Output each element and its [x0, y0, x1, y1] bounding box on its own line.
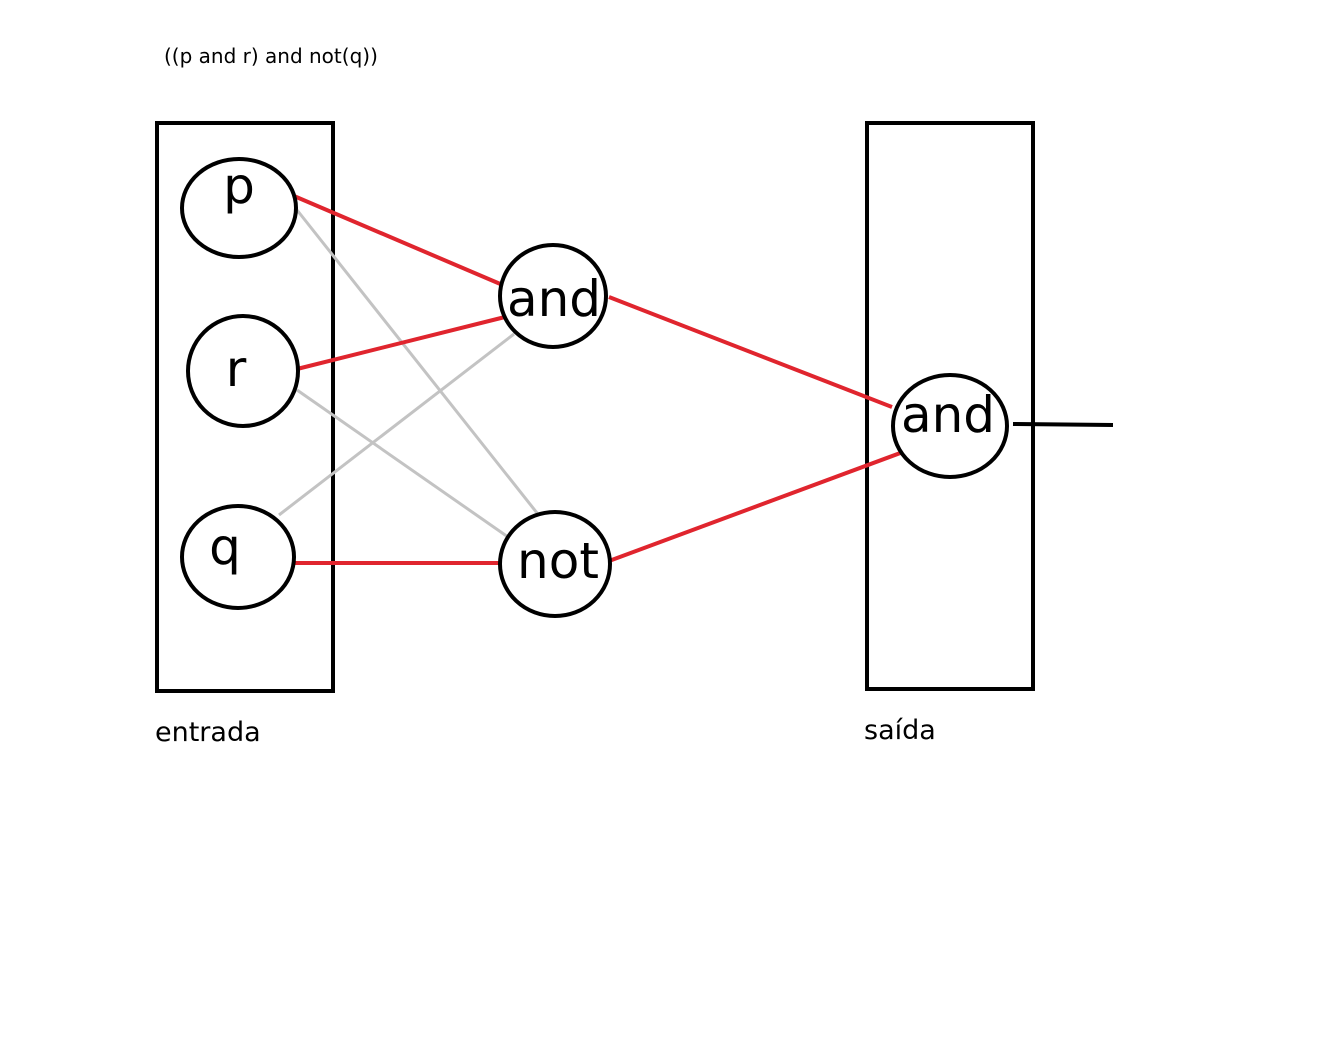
formula-title: ((p and r) and not(q))	[164, 44, 378, 68]
node-and-mid	[498, 243, 608, 349]
edge-r-not	[296, 388, 509, 539]
output-caption: saída	[864, 715, 936, 746]
node-and-mid-label: and	[507, 270, 601, 328]
edge-q-and	[278, 332, 515, 517]
input-box	[155, 121, 335, 693]
edge-p-and	[293, 194, 506, 288]
edge-and-out	[608, 295, 893, 409]
node-q-label: q	[209, 518, 241, 576]
node-p-label: p	[223, 157, 255, 215]
node-not-mid-label: not	[517, 532, 599, 590]
node-r	[186, 314, 300, 428]
node-r-label: r	[226, 340, 247, 398]
node-and-out	[891, 373, 1009, 479]
node-q	[180, 504, 296, 610]
edge-p-not	[295, 209, 543, 519]
input-caption: entrada	[155, 717, 261, 748]
edge-not-out	[608, 450, 904, 563]
node-and-out-label: and	[901, 386, 995, 444]
output-line	[1012, 422, 1114, 427]
node-not-mid	[498, 510, 612, 618]
edge-r-and	[296, 315, 506, 371]
node-p	[180, 157, 298, 259]
output-box	[865, 121, 1035, 691]
